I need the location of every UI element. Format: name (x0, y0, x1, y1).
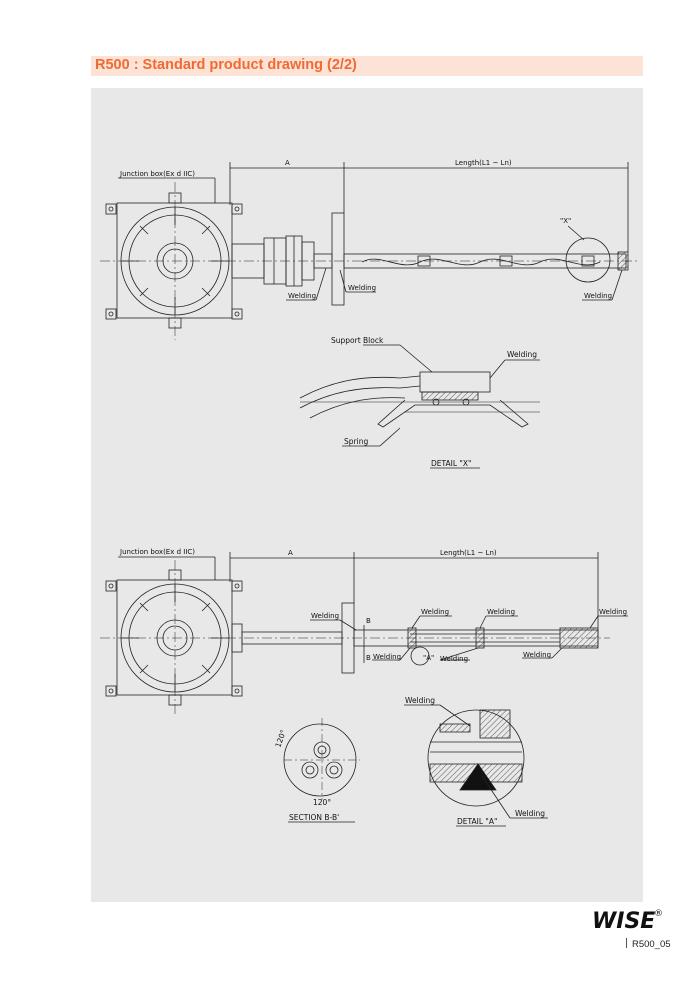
bottom-drawing-labels: Junction box(Ex d IIC) A Length(L1 ~ Ln)… (119, 548, 627, 663)
dim-b-label-bottom: B (366, 654, 371, 662)
section-bb-caption: SECTION B-B' (289, 813, 339, 822)
junction-box-top (105, 192, 243, 329)
welding-label-top-3: Welding (584, 292, 612, 300)
detail-a-labels: Welding Welding DETAIL "A" (405, 696, 545, 826)
spring-label: Spring (344, 437, 368, 446)
section-bb-drawing (283, 718, 360, 823)
section-bb-labels: 120° 120° SECTION B-B' (273, 728, 339, 822)
page-code-separator (626, 938, 627, 948)
dim-length-label-bottom: Length(L1 ~ Ln) (440, 549, 497, 557)
logo-registered-mark: ® (654, 909, 663, 919)
angle-120-label-1: 120° (273, 728, 288, 748)
detail-a-caption: DETAIL "A" (457, 817, 497, 826)
detail-x-ref-label: "X" (560, 217, 571, 225)
detail-a-ref-label: "A" (423, 654, 434, 662)
support-block-label: Support Block (331, 336, 384, 345)
welding-label-bottom-4: Welding (599, 608, 627, 616)
dim-b-label-top: B (366, 617, 371, 625)
page-title: R500 : Standard product drawing (2/2) (95, 57, 357, 73)
detail-a-welding-label-bottom: Welding (515, 809, 545, 818)
welding-label-top-1: Welding (288, 292, 316, 300)
welding-label-bottom-3: Welding (487, 608, 515, 616)
sheath-tube-top (343, 237, 629, 283)
detail-x-welding-label: Welding (507, 350, 537, 359)
dim-a-label-top: A (285, 159, 290, 167)
logo-text: WISE (592, 909, 655, 932)
angle-120-label-2: 120° (313, 798, 331, 807)
wise-logo: WISE ® (592, 909, 663, 932)
detail-a-drawing (404, 704, 548, 827)
welding-label-bottom-2: Welding (421, 608, 449, 616)
page-code: R500_05 (626, 938, 671, 950)
welding-label-bottom-6: Welding (440, 655, 468, 663)
bottom-assembly-drawing (100, 552, 628, 716)
junction-box-label-bottom: Junction box(Ex d IIC) (119, 548, 195, 556)
top-drawing-labels: Junction box(Ex d IIC) A Length(L1 ~ Ln)… (119, 159, 612, 300)
page-code-text: R500_05 (632, 939, 671, 950)
junction-box-bottom (105, 569, 243, 706)
detail-x-caption: DETAIL "X" (431, 459, 471, 468)
welding-label-bottom-5: Welding (373, 653, 401, 661)
dim-a-label-bottom: A (288, 549, 293, 557)
welding-label-top-2: Welding (348, 284, 376, 292)
welding-label-bottom-1: Welding (311, 612, 339, 620)
detail-x-drawing (299, 344, 540, 469)
detail-x-labels: Support Block Welding Spring DETAIL "X" (331, 336, 537, 468)
junction-box-label-top: Junction box(Ex d IIC) (119, 170, 195, 178)
flange-top (331, 212, 345, 306)
top-assembly-drawing (100, 162, 640, 340)
drawing-panel (91, 88, 643, 902)
dim-length-label-top: Length(L1 ~ Ln) (455, 159, 512, 167)
detail-a-welding-label-top: Welding (405, 696, 435, 705)
welding-label-bottom-7: Welding (523, 651, 551, 659)
title-bar: R500 : Standard product drawing (2/2) (91, 56, 643, 76)
